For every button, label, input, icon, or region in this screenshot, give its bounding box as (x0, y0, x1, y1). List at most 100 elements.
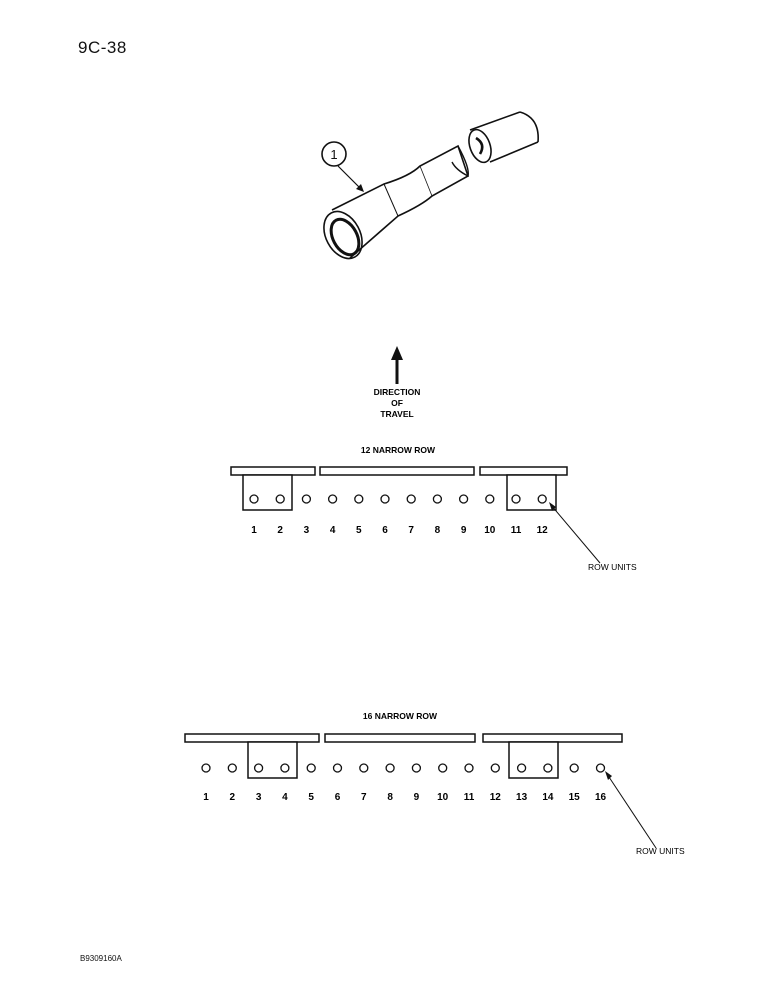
row-unit-circle (201, 763, 211, 773)
page-number: 9C-38 (78, 38, 127, 57)
row-unit-number: 8 (387, 792, 393, 803)
row-unit-number: 4 (282, 792, 288, 803)
row-unit-circle (380, 494, 390, 504)
row-unit-circle (385, 763, 395, 773)
diagram-12-frame (230, 466, 568, 511)
tube-illustration: 1 (321, 111, 539, 260)
row-unit-circle (432, 494, 443, 504)
row-unit-number: 5 (356, 525, 362, 536)
row-unit-number: 1 (203, 792, 209, 803)
row-unit-number: 7 (408, 525, 414, 536)
direction-arrow (391, 346, 403, 384)
direction-label-line3: TRAVEL (380, 409, 413, 419)
row-unit-number: 4 (330, 525, 336, 536)
direction-label-line2: OF (391, 398, 403, 408)
row-unit-circle (458, 494, 469, 504)
callout-number: 1 (330, 147, 337, 162)
row-unit-number: 6 (335, 792, 341, 803)
row-unit-number: 16 (595, 792, 607, 803)
diagram-16-left-bar (184, 733, 320, 743)
row-unit-circle (411, 763, 422, 773)
row-unit-circle (569, 763, 579, 773)
row-unit-circle (227, 763, 237, 773)
diagram-16-leader-arrowhead (605, 771, 612, 780)
row-unit-circle (332, 763, 343, 773)
direction-label-line1: DIRECTION (374, 387, 421, 397)
tube-taper-seam (383, 183, 399, 217)
diagram-16-right-bar (482, 733, 623, 743)
tube-piece-end (468, 128, 492, 164)
row-unit-circle (543, 763, 553, 773)
diagram-12-center-bar (319, 466, 475, 476)
row-unit-circle (511, 494, 521, 504)
diagram-16-leader (606, 773, 657, 849)
diagram-16-frame (184, 733, 623, 779)
row-unit-circle (275, 494, 285, 504)
row-unit-circle (438, 763, 448, 773)
row-unit-circle (306, 763, 316, 773)
row-unit-circle (485, 494, 495, 504)
row-unit-circle (354, 494, 364, 504)
row-unit-number: 9 (414, 792, 420, 803)
row-unit-circle (516, 763, 527, 773)
tube-mouth-inner (329, 217, 361, 257)
diagram-12-title: 12 NARROW ROW (361, 445, 436, 455)
row-unit-number: 2 (277, 525, 283, 536)
row-unit-number: 11 (464, 792, 475, 803)
diagram-16-center-bar (324, 733, 476, 743)
diagram-12-leader (550, 504, 601, 564)
row-unit-number: 3 (256, 792, 262, 803)
tube-piece-curl (475, 136, 484, 155)
row-unit-number: 11 (511, 525, 522, 536)
row-unit-circle (359, 763, 369, 773)
row-unit-number: 14 (542, 792, 554, 803)
row-unit-number: 10 (484, 525, 496, 536)
diagram-16-left-hitch (247, 741, 298, 779)
diagram-16-title: 16 NARROW ROW (363, 711, 438, 721)
diagram-12-right-bar (479, 466, 568, 476)
row-unit-number: 7 (361, 792, 367, 803)
row-unit-number: 13 (516, 792, 528, 803)
diagram-12-right-hitch (506, 474, 557, 511)
tube-piece-body (469, 111, 539, 163)
diagram-16-row-units-label: ROW UNITS (636, 846, 685, 856)
diagram-16-row-units (201, 763, 606, 773)
tube-piece-far-end (519, 111, 539, 143)
document-code: B9309160A (80, 954, 122, 963)
row-unit-number: 2 (230, 792, 236, 803)
diagram-12-row-units-label: ROW UNITS (588, 562, 637, 572)
callout-leader (337, 165, 363, 191)
diagram-12-left-hitch (242, 474, 293, 511)
row-unit-circle (253, 763, 264, 773)
tube-split-end (451, 145, 469, 178)
row-unit-circle (301, 494, 312, 504)
row-unit-circle (537, 494, 547, 504)
row-unit-number: 1 (251, 525, 257, 536)
row-unit-circle (249, 494, 259, 504)
row-unit-circle (406, 494, 416, 504)
tube-body (331, 144, 469, 259)
row-unit-number: 9 (461, 525, 467, 536)
diagram-12-left-bar (230, 466, 316, 476)
row-unit-number: 15 (569, 792, 581, 803)
row-unit-circle (595, 763, 606, 773)
callout-arrowhead (356, 184, 364, 192)
tube-mouth-outer (323, 210, 363, 260)
row-unit-circle (327, 494, 338, 504)
callout-circle (321, 141, 347, 167)
row-unit-number: 12 (490, 792, 502, 803)
diagram-12-leader-arrowhead (549, 502, 556, 511)
row-unit-circle (490, 763, 500, 773)
row-unit-number: 8 (435, 525, 441, 536)
row-unit-number: 3 (304, 525, 310, 536)
row-unit-circle (464, 763, 474, 773)
diagram-12-row-units (249, 494, 547, 504)
row-unit-number: 12 (537, 525, 549, 536)
row-unit-circle (280, 763, 290, 773)
row-unit-number: 6 (382, 525, 388, 536)
